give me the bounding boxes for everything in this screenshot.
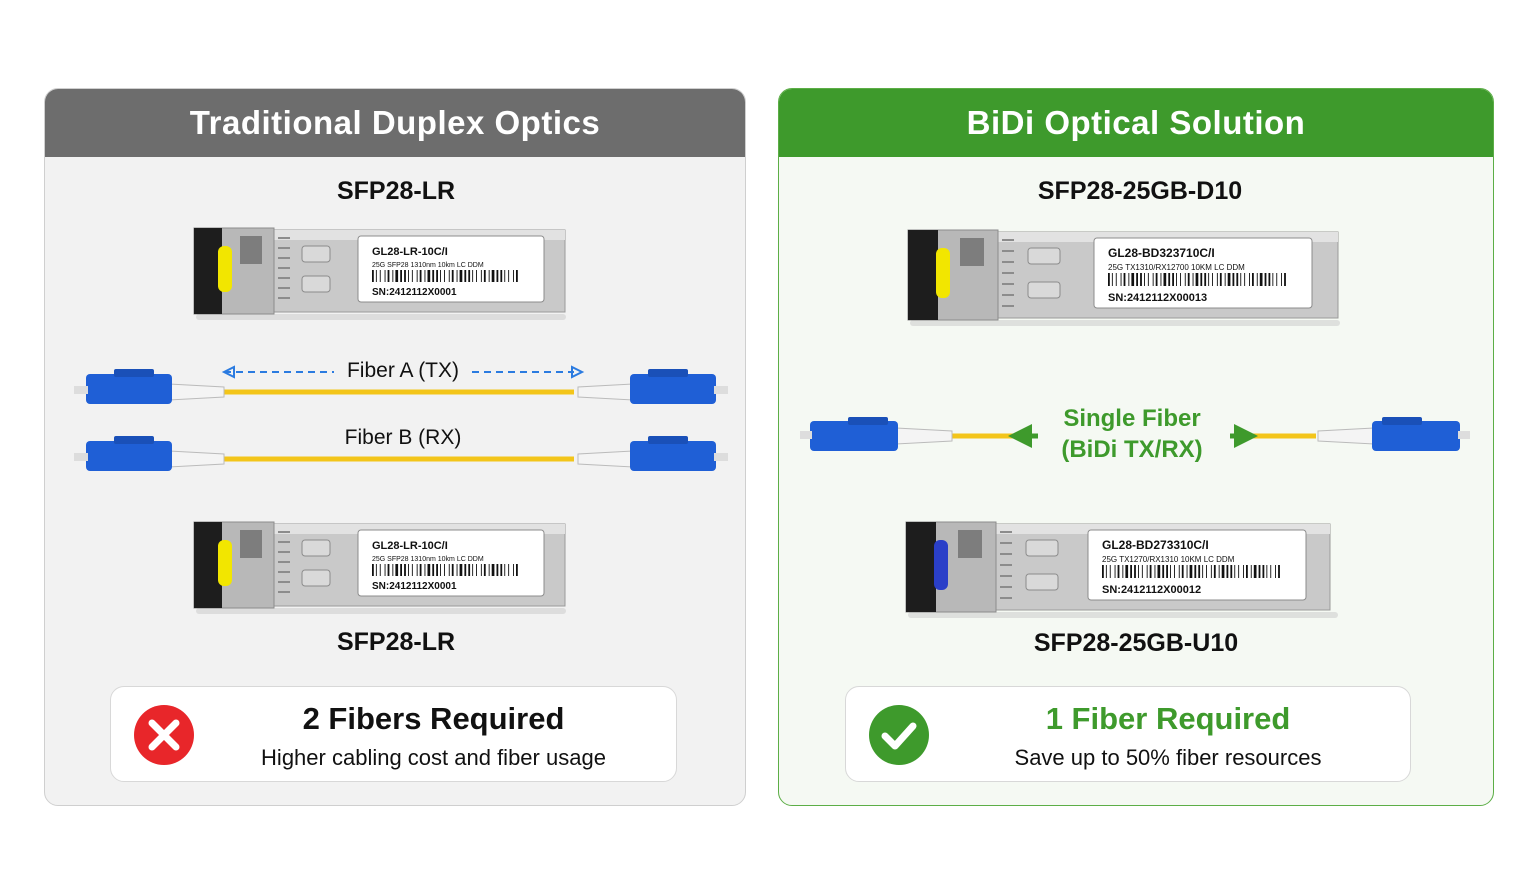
- duplex-summary-subtitle: Higher cabling cost and fiber usage: [261, 745, 606, 770]
- module-serial: SN:2412112X0001: [372, 287, 457, 298]
- latch: [934, 540, 948, 590]
- module-label-line2: 25G SFP28 1310nm 10km LC DDM: [372, 556, 484, 563]
- module-label-line2: 25G TX1270/RX1310 10KM LC DDM: [1102, 555, 1235, 564]
- lc-connector-right: [577, 369, 728, 404]
- barcode: [1108, 273, 1286, 286]
- fiber-a-label: Fiber A (TX): [346, 359, 460, 382]
- duplex-summary-card: 2 Fibers Required Higher cabling cost an…: [110, 686, 677, 782]
- left-bottom-model-name: SFP28-LR: [336, 628, 456, 656]
- duplex-summary-title: 2 Fibers Required: [302, 701, 565, 736]
- barcode: [1102, 565, 1280, 578]
- bidi-summary-card: 1 Fiber Required Save up to 50% fiber re…: [845, 686, 1411, 782]
- single-fiber-cable: [800, 414, 1470, 463]
- module-serial: SN:2412112X0001: [372, 581, 457, 592]
- sfp-module-right-top: GL28-BD323710C/I 25G TX1310/RX12700 10KM…: [904, 224, 1344, 328]
- lc-connector-left: [74, 436, 225, 471]
- sfp-module-left-bottom: GL28-LR-10C/I 25G SFP28 1310nm 10km LC D…: [190, 516, 570, 616]
- sfp-module-right-bottom: GL28-BD273310C/I 25G TX1270/RX1310 10KM …: [902, 516, 1342, 620]
- lc-connector-right: [577, 436, 728, 471]
- single-fiber-label: Single Fiber (BiDi TX/RX): [1022, 403, 1242, 465]
- bidi-summary-title: 1 Fiber Required: [1045, 701, 1291, 736]
- fiber-b-cable: [74, 427, 728, 482]
- lc-connector-left: [74, 369, 225, 404]
- module-label-line1: GL28-LR-10C/I: [372, 540, 448, 552]
- bidi-summary-subtitle: Save up to 50% fiber resources: [1014, 745, 1322, 770]
- sfp-module-left-top: GL28-LR-10C/I 25G SFP28 1310nm 10km LC D…: [190, 222, 570, 322]
- module-label-line2: 25G SFP28 1310nm 10km LC DDM: [372, 262, 484, 269]
- latch: [218, 540, 232, 586]
- latch: [936, 248, 950, 298]
- module-label-line1: GL28-LR-10C/I: [372, 246, 448, 258]
- left-top-model-name: SFP28-LR: [336, 177, 456, 205]
- right-bottom-model-name: SFP28-25GB-U10: [1033, 629, 1239, 657]
- barcode: [372, 270, 518, 282]
- module-label-line1: GL28-BD323710C/I: [1108, 246, 1215, 260]
- fiber-a-cable: [74, 360, 728, 415]
- barcode: [372, 564, 518, 576]
- check-icon: [869, 705, 929, 765]
- single-fiber-label-line2: (BiDi TX/RX): [1061, 436, 1203, 463]
- latch: [218, 246, 232, 292]
- single-fiber-label-line1: Single Fiber: [1063, 405, 1201, 432]
- fiber-b-label: Fiber B (RX): [344, 426, 462, 449]
- lc-connector-right: [1317, 417, 1470, 451]
- module-serial: SN:2412112X00013: [1108, 292, 1207, 304]
- module-label-line1: GL28-BD273310C/I: [1102, 538, 1209, 552]
- bidi-panel-header: BiDi Optical Solution: [779, 89, 1493, 157]
- module-serial: SN:2412112X00012: [1102, 584, 1201, 596]
- duplex-panel-header: Traditional Duplex Optics: [45, 89, 745, 157]
- lc-connector-left: [800, 417, 953, 451]
- right-top-model-name: SFP28-25GB-D10: [1037, 177, 1243, 205]
- module-label-line2: 25G TX1310/RX12700 10KM LC DDM: [1108, 263, 1245, 272]
- cross-icon: [134, 705, 194, 765]
